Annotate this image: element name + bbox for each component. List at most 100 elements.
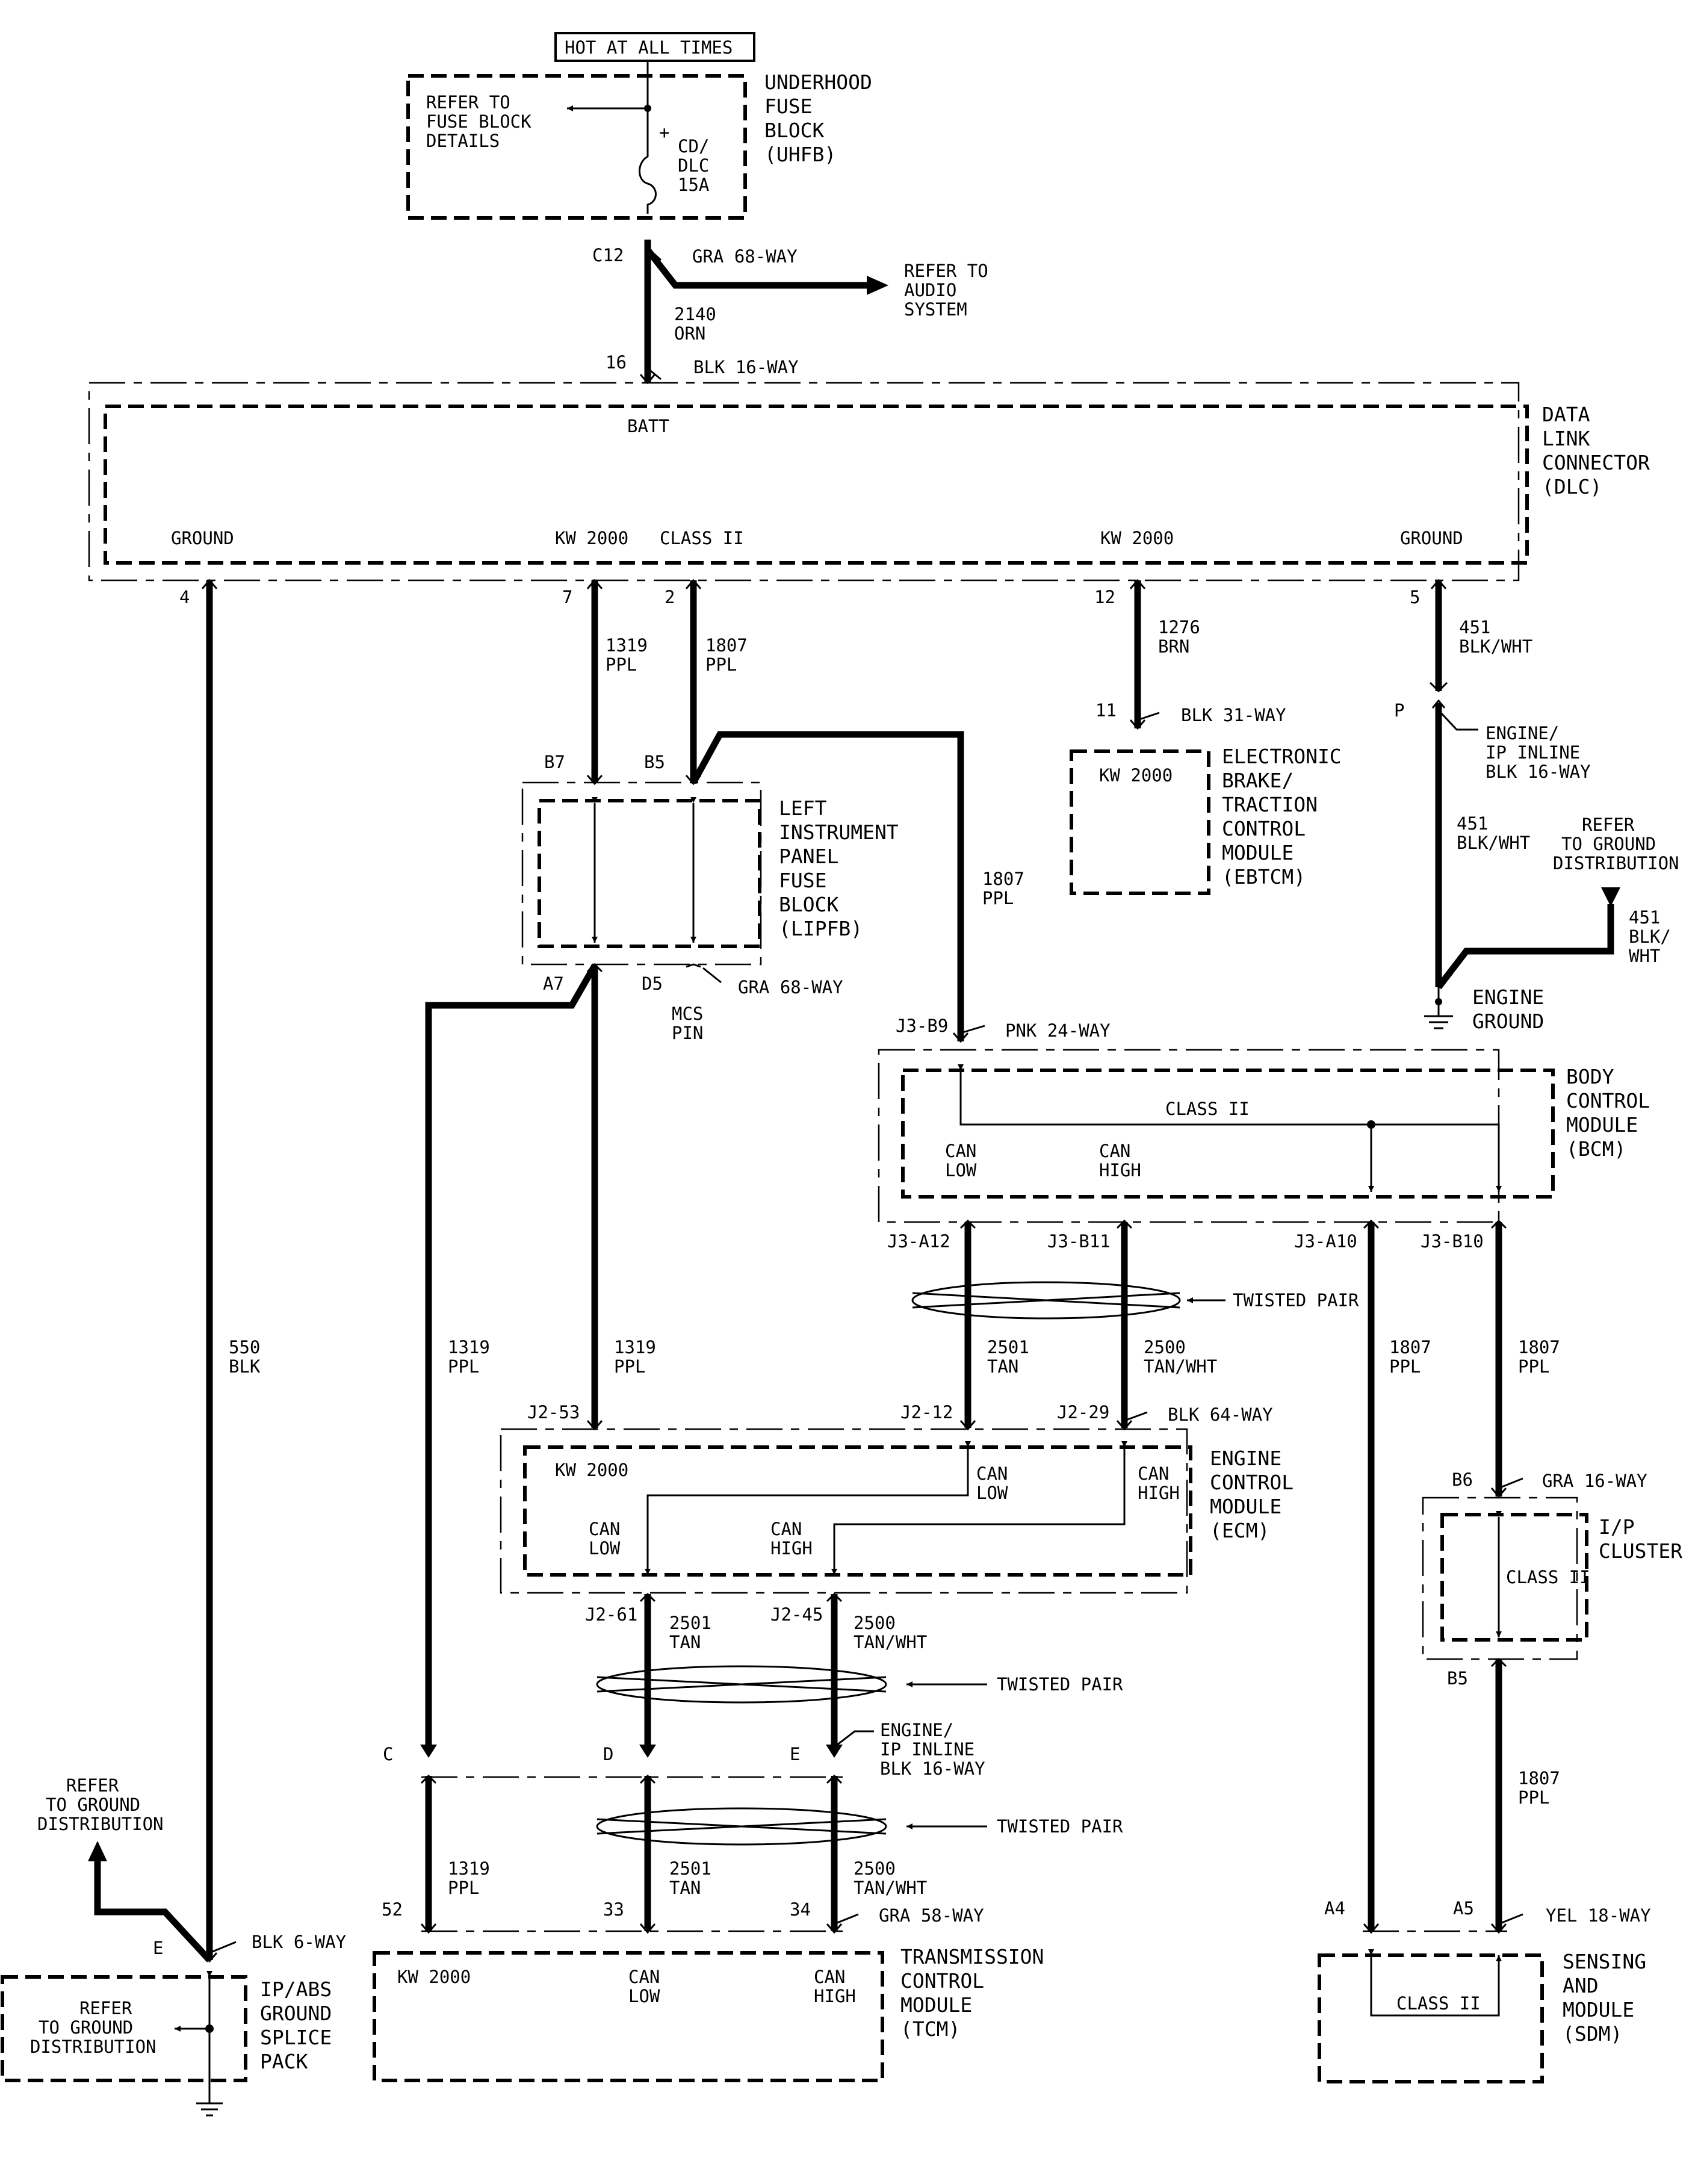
inline2-connector: ENGINE/ IP INLINE BLK 16-WAY — [880, 1720, 985, 1779]
svg-text:J2-61: J2-61 — [585, 1604, 637, 1625]
svg-text:KW 2000: KW 2000 — [1100, 528, 1174, 548]
svg-text:+: + — [659, 122, 669, 143]
svg-text:P: P — [1394, 700, 1404, 721]
ebtcm-name: ELECTRONIC BRAKE/ TRACTION CONTROL MODUL… — [1222, 745, 1354, 889]
wire-1807-bcm — [690, 731, 964, 1041]
inline1-connector: ENGINE/ IP INLINE BLK 16-WAY — [1486, 723, 1591, 782]
twisted-pair-icon — [911, 1281, 1181, 1320]
svg-text:KW 2000: KW 2000 — [555, 1460, 628, 1480]
svg-text:J2-29: J2-29 — [1057, 1402, 1109, 1422]
uhfb-ref: REFER TO FUSE BLOCK DETAILS — [426, 92, 542, 151]
hot-at-all-times-box — [554, 32, 755, 62]
svg-text:J2-45: J2-45 — [770, 1604, 823, 1625]
svg-text:BLK 31-WAY: BLK 31-WAY — [1181, 705, 1286, 725]
svg-text:12: 12 — [1094, 587, 1115, 607]
wire-1319-c — [425, 964, 598, 1753]
svg-text:4: 4 — [179, 587, 190, 607]
lipfb-connector-outline — [521, 781, 762, 966]
svg-text:J2-12: J2-12 — [900, 1402, 953, 1422]
svg-text:451 BLK/WHT: 451 BLK/WHT — [1459, 617, 1532, 657]
svg-text:CLASS II: CLASS II — [660, 528, 744, 548]
svg-text:BLK 6-WAY: BLK 6-WAY — [252, 1932, 346, 1952]
svg-text:E: E — [153, 1938, 163, 1958]
svg-text:1807 PPL: 1807 PPL — [705, 635, 758, 675]
ecm-connector-outline — [500, 1428, 1188, 1594]
svg-text:550 BLK: 550 BLK — [229, 1337, 271, 1377]
svg-text:C: C — [383, 1744, 393, 1764]
svg-text:KW 2000: KW 2000 — [397, 1967, 471, 1987]
ecm-name: ENGINE CONTROL MODULE (ECM) — [1210, 1447, 1306, 1542]
svg-text:TWISTED PAIR: TWISTED PAIR — [1233, 1290, 1359, 1311]
svg-text:5: 5 — [1410, 587, 1420, 607]
ebtcm-box — [1070, 749, 1210, 895]
svg-text:2500 TAN/WHT: 2500 TAN/WHT — [854, 1613, 927, 1652]
svg-text:CLASS II: CLASS II — [1396, 1993, 1481, 2014]
svg-text:CLASS II: CLASS II — [1165, 1099, 1250, 1119]
svg-text:11: 11 — [1095, 700, 1117, 721]
svg-text:A7: A7 — [543, 973, 564, 994]
svg-text:GRA 16-WAY: GRA 16-WAY — [1542, 1471, 1647, 1491]
svg-text:CAN HIGH: CAN HIGH — [1099, 1141, 1141, 1180]
svg-text:CAN HIGH: CAN HIGH — [770, 1519, 813, 1559]
svg-text:BLK 16-WAY: BLK 16-WAY — [693, 357, 799, 377]
engine-ground-ref: REFER TO GROUND DISTRIBUTION — [1553, 814, 1679, 873]
dlc-connector-outline — [88, 382, 1520, 582]
sdm-box — [1318, 1953, 1544, 2083]
engine-ground-name: ENGINE GROUND — [1472, 985, 1556, 1033]
svg-text:1319 PPL: 1319 PPL — [614, 1337, 666, 1377]
svg-text:1276 BRN: 1276 BRN — [1158, 617, 1210, 657]
svg-text:GRA 58-WAY: GRA 58-WAY — [879, 1905, 984, 1926]
svg-text:J3-A12: J3-A12 — [887, 1231, 950, 1252]
svg-text:1319 PPL: 1319 PPL — [448, 1858, 500, 1898]
svg-text:CAN HIGH: CAN HIGH — [814, 1967, 856, 2006]
svg-text:J3-A10: J3-A10 — [1294, 1231, 1357, 1252]
sdm-name: SENSING AND MODULE (SDM) — [1563, 1950, 1658, 2046]
svg-text:BLK 64-WAY: BLK 64-WAY — [1168, 1404, 1273, 1425]
lipfb-name: LEFT INSTRUMENT PANEL FUSE BLOCK (LIPFB) — [779, 796, 911, 940]
svg-text:2501 TAN: 2501 TAN — [987, 1337, 1040, 1377]
bcm-name: BODY CONTROL MODULE (BCM) — [1566, 1065, 1662, 1161]
svg-text:D5: D5 — [642, 973, 663, 994]
svg-text:2501 TAN: 2501 TAN — [669, 1858, 722, 1898]
cluster-name: I/P CLUSTER — [1599, 1515, 1682, 1563]
svg-text:KW 2000: KW 2000 — [1099, 765, 1173, 786]
svg-text:2500 TAN/WHT: 2500 TAN/WHT — [1144, 1337, 1217, 1377]
svg-text:1319 PPL: 1319 PPL — [606, 635, 658, 675]
fuse-label: CD/ DLC 15A — [678, 136, 720, 195]
svg-text:B5: B5 — [1447, 1668, 1468, 1689]
svg-text:CAN LOW: CAN LOW — [628, 1967, 671, 2006]
svg-text:GRA 68-WAY: GRA 68-WAY — [738, 977, 843, 997]
svg-text:1807 PPL: 1807 PPL — [1518, 1337, 1570, 1377]
svg-text:A4: A4 — [1324, 1898, 1345, 1919]
wire-2140-label: 2140 ORN — [674, 304, 727, 344]
svg-text:GROUND: GROUND — [1400, 528, 1463, 548]
dlc-name: DATA LINK CONNECTOR (DLC) — [1542, 403, 1662, 498]
splice-ref-inner: REFER TO GROUND DISTRIBUTION — [30, 1998, 156, 2057]
svg-text:B7: B7 — [544, 752, 565, 772]
bcm-box — [901, 1069, 1555, 1199]
svg-text:TWISTED PAIR: TWISTED PAIR — [997, 1816, 1123, 1837]
svg-text:1807 PPL: 1807 PPL — [1389, 1337, 1442, 1377]
svg-text:52: 52 — [382, 1899, 403, 1920]
svg-text:J3-B11: J3-B11 — [1047, 1231, 1111, 1252]
svg-text:16: 16 — [606, 352, 627, 373]
svg-text:34: 34 — [790, 1899, 811, 1920]
svg-text:2: 2 — [665, 587, 675, 607]
svg-text:451 BLK/WHT: 451 BLK/WHT — [1457, 813, 1530, 853]
svg-text:KW 2000: KW 2000 — [555, 528, 628, 548]
c12-pin: C12 — [592, 245, 624, 265]
svg-text:GROUND: GROUND — [171, 528, 234, 548]
splice-ref-top: REFER TO GROUND DISTRIBUTION — [37, 1775, 164, 1834]
svg-text:D: D — [603, 1744, 613, 1764]
c12-connector: GRA 68-WAY — [692, 246, 798, 267]
svg-text:CAN LOW: CAN LOW — [976, 1463, 1018, 1503]
svg-text:1807 PPL: 1807 PPL — [1518, 1768, 1570, 1808]
svg-text:B5: B5 — [644, 752, 665, 772]
svg-text:CAN LOW: CAN LOW — [589, 1519, 631, 1559]
svg-text:TWISTED PAIR: TWISTED PAIR — [997, 1674, 1123, 1695]
svg-text:PNK 24-WAY: PNK 24-WAY — [1005, 1020, 1111, 1041]
audio-ref: REFER TO AUDIO SYSTEM — [904, 261, 999, 320]
uhfb-name: UNDERHOOD FUSE BLOCK (UHFB) — [764, 70, 884, 166]
svg-text:1319 PPL: 1319 PPL — [448, 1337, 500, 1377]
dlc-batt: BATT — [627, 416, 669, 436]
